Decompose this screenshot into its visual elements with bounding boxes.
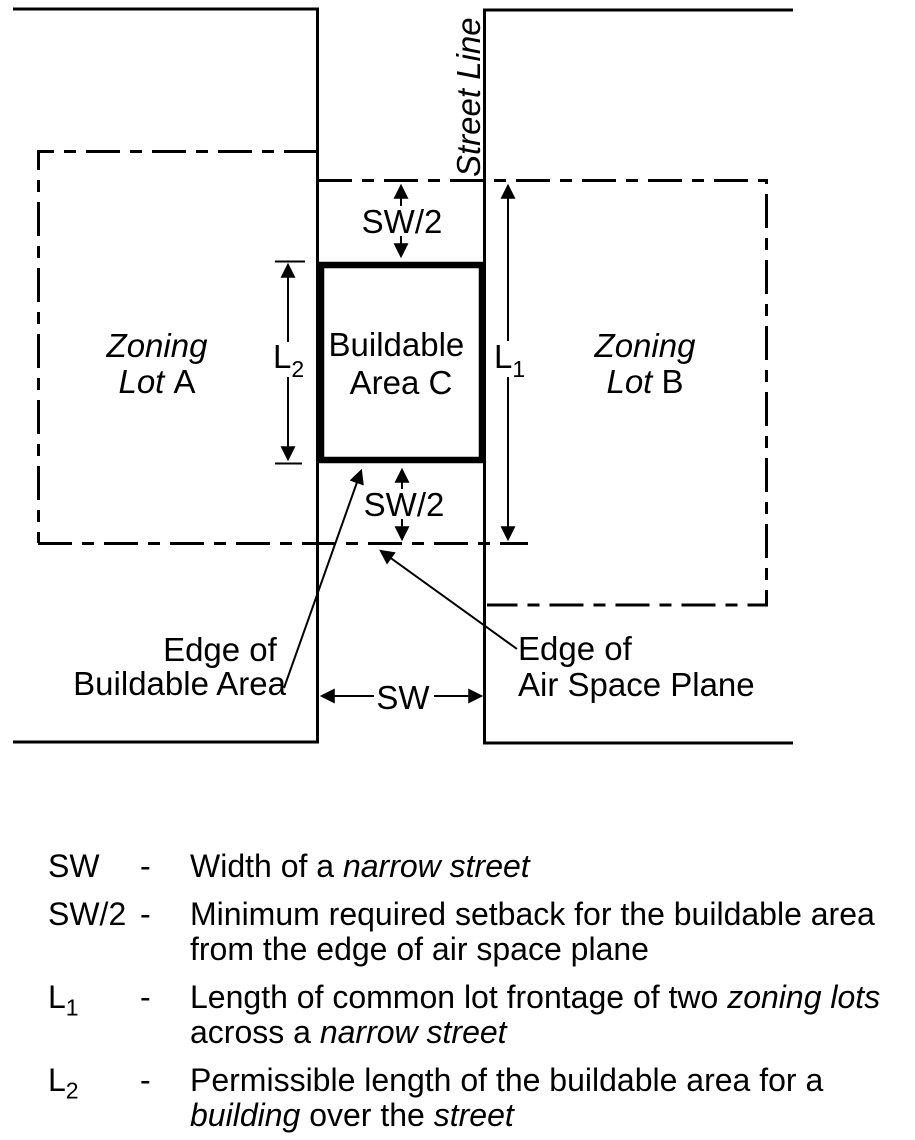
edge-airspace-pointer bbox=[379, 549, 518, 650]
edge-buildable-pointer bbox=[283, 468, 364, 689]
zoning-lot-a-label-line2: Lot A bbox=[118, 363, 195, 400]
legend-dash: - bbox=[140, 848, 151, 884]
dim-l1-label: L1 bbox=[494, 338, 525, 382]
buildable-area-box bbox=[317, 261, 486, 464]
legend-symbol-l2: L2 bbox=[48, 1062, 79, 1104]
legend-row-l1: L1 - Length of common lot frontage of tw… bbox=[48, 980, 915, 1050]
legend: SW - Width of a narrow street SW/2 - Min… bbox=[0, 849, 915, 1133]
dim-sw2-bottom-label: SW/2 bbox=[364, 486, 445, 523]
street-line-label: Street Line bbox=[450, 17, 487, 177]
label-bg-sw bbox=[374, 681, 434, 712]
legend-desc-l1: Length of common lot frontage of two zon… bbox=[190, 979, 881, 1050]
zoning-diagram: Street Line Zoning Lot A Zoning Lot B Bu… bbox=[13, 7, 793, 745]
dim-sw-label: SW bbox=[376, 679, 430, 716]
buildable-area-label: Buildable Area C bbox=[329, 326, 474, 401]
dim-l2-label: L2 bbox=[273, 338, 304, 382]
zoning-lot-a-label: Zoning bbox=[106, 327, 209, 364]
legend-row-sw: SW - Width of a narrow street bbox=[48, 849, 915, 884]
legend-symbol-l1: L1 bbox=[48, 979, 79, 1021]
lot-a-solid-outline bbox=[13, 7, 319, 744]
label-bg-l1 bbox=[490, 341, 528, 377]
legend-dash: - bbox=[140, 979, 151, 1015]
zoning-lot-b-label-line2: Lot B bbox=[606, 363, 683, 400]
lot-a-boundary-dashdot bbox=[37, 150, 318, 543]
legend-desc-sw: Width of a narrow street bbox=[190, 848, 530, 884]
legend-desc-sw2: Minimum required setback for the buildab… bbox=[190, 896, 875, 967]
zoning-lot-b-label: Zoning bbox=[594, 327, 697, 364]
label-bg-sw2-bottom bbox=[359, 489, 447, 519]
legend-dash: - bbox=[140, 896, 151, 932]
label-bg-l2 bbox=[270, 342, 309, 377]
legend-symbol-sw: SW bbox=[48, 848, 100, 884]
edge-airspace-label: Edge of Air Space Plane bbox=[518, 630, 755, 703]
legend-row-l2: L2 - Permissible length of the buildable… bbox=[48, 1063, 915, 1133]
label-bg-sw2-top bbox=[359, 206, 445, 236]
legend-row-sw2: SW/2 - Minimum required setback for the … bbox=[48, 897, 915, 967]
legend-dash: - bbox=[140, 1062, 151, 1098]
legend-symbol-sw2: SW/2 bbox=[48, 896, 127, 932]
lot-b-boundary-dashdot bbox=[318, 179, 768, 607]
dim-sw2-top-label: SW/2 bbox=[362, 203, 443, 240]
legend-desc-l2: Permissible length of the buildable area… bbox=[190, 1062, 824, 1133]
edge-buildable-label: Edge of Buildable Area bbox=[73, 631, 286, 702]
